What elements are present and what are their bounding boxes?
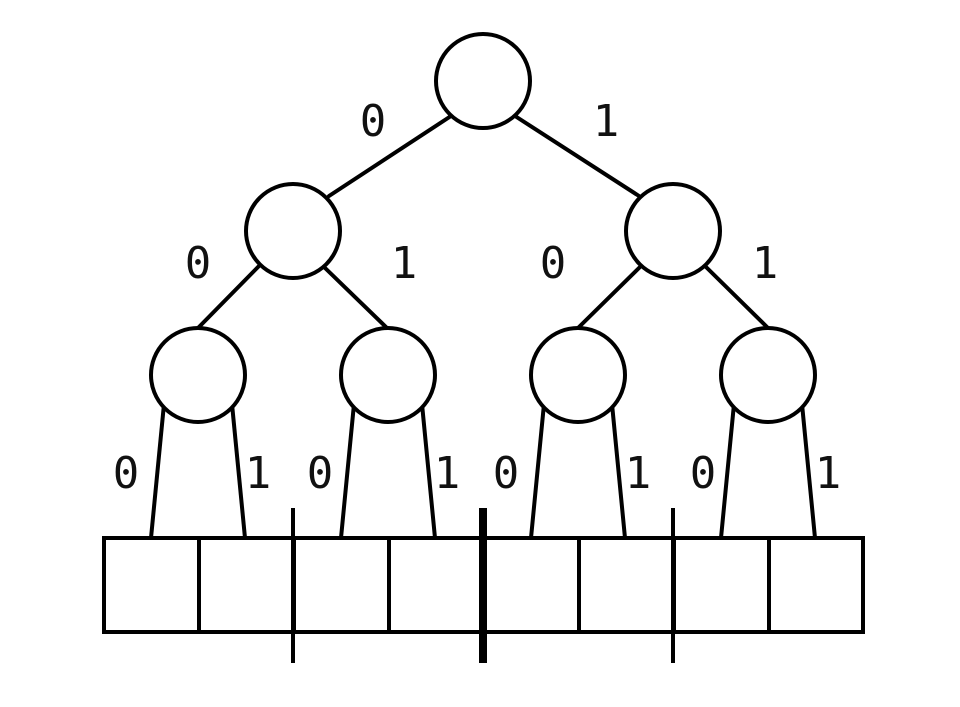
array-cell (102, 536, 201, 634)
array-cell (292, 536, 391, 634)
edge-n1-right (230, 402, 247, 540)
edge-n4-left (719, 402, 736, 540)
array-cell (767, 536, 865, 634)
edge-n2-right (420, 402, 437, 540)
array-cell (197, 536, 296, 634)
tree-node-r1 (624, 182, 722, 280)
edge-n2-left (339, 402, 356, 540)
edge-r1-left (576, 264, 643, 330)
edge-n3-right (610, 402, 627, 540)
edge-label-n2-right: 1 (434, 448, 461, 499)
edge-label-root-right: 1 (593, 96, 620, 147)
tree-node-root (434, 32, 532, 130)
tree-node-n1 (149, 326, 247, 424)
edge-label-n4-right: 1 (815, 448, 842, 499)
edge-label-l1-right: 1 (391, 238, 418, 289)
array-cell (387, 536, 486, 634)
edge-l1-left (196, 264, 261, 330)
tree-node-n3 (529, 326, 627, 424)
tree-node-l1 (244, 182, 342, 280)
edge-label-n2-left: 0 (307, 448, 334, 499)
edge-label-n3-right: 1 (625, 448, 652, 499)
edge-label-n1-left: 0 (113, 448, 140, 499)
array-cell (672, 536, 771, 634)
edge-n3-left (529, 402, 546, 540)
array-cell (482, 536, 581, 634)
edge-label-n1-right: 1 (245, 448, 272, 499)
edge-label-r1-right: 1 (752, 238, 779, 289)
edge-r1-right (703, 264, 770, 330)
edge-label-root-left: 0 (360, 96, 387, 147)
edge-label-r1-left: 0 (540, 238, 567, 289)
edge-label-n3-left: 0 (493, 448, 520, 499)
edge-n1-left (149, 402, 166, 540)
array-cell (577, 536, 676, 634)
edge-label-n4-left: 0 (690, 448, 717, 499)
edge-root-left (327, 114, 453, 198)
edge-n4-right (800, 402, 817, 540)
tree-node-n2 (339, 326, 437, 424)
edge-root-right (513, 114, 641, 198)
edge-l1-right (321, 264, 389, 330)
tree-node-n4 (719, 326, 817, 424)
edge-label-l1-left: 0 (185, 238, 212, 289)
